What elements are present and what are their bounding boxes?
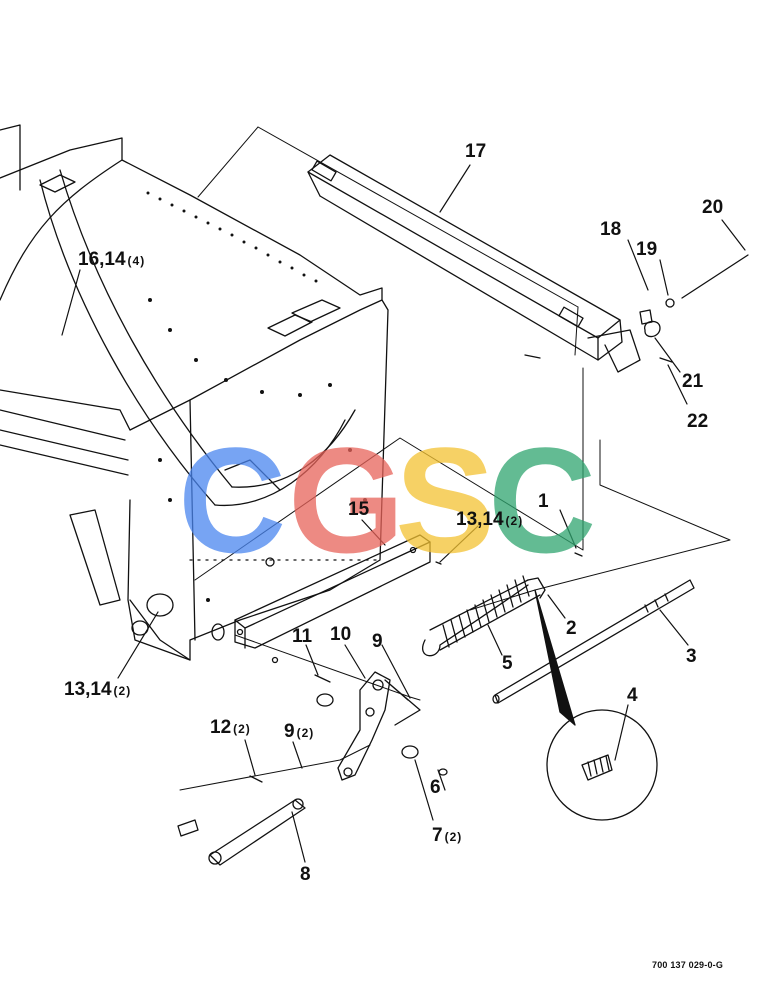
- watermark-letter-g: G: [288, 416, 405, 584]
- callout-6: 6: [430, 777, 441, 798]
- part-4-detail: [534, 589, 658, 821]
- callout-17: 17: [465, 141, 487, 162]
- callout-20: 20: [702, 197, 724, 218]
- part-10-bellcrank: [337, 671, 421, 781]
- small-hardware: [211, 254, 749, 783]
- callout-3: 3: [686, 646, 697, 667]
- callout-15: 15: [348, 499, 370, 520]
- callout-leaders: [61, 164, 746, 863]
- callout-21: 21: [682, 371, 704, 392]
- callout-4: 4: [627, 685, 638, 706]
- callout-5: 5: [502, 653, 513, 674]
- callout-7: 7(2): [432, 825, 463, 846]
- watermark-letter-s: S: [395, 416, 495, 584]
- callout-9-top: 9: [372, 631, 383, 652]
- callout-8: 8: [300, 864, 311, 885]
- watermark: C G S C: [178, 416, 596, 584]
- callout-16-14: 16,14(4): [78, 249, 146, 270]
- watermark-letter-c1: C: [178, 416, 286, 584]
- callout-12: 12(2): [210, 717, 251, 738]
- assembly-lines: [179, 126, 731, 791]
- callout-13-14-left: 13,14(2): [64, 679, 132, 700]
- callout-9-bottom: 9(2): [284, 721, 315, 742]
- callout-13-14-top: 13,14(2): [456, 509, 524, 530]
- header-housing: [0, 124, 389, 661]
- callout-18: 18: [600, 219, 622, 240]
- part-5-spring: [422, 575, 546, 657]
- callout-1: 1: [538, 491, 549, 512]
- callout-2: 2: [566, 618, 577, 639]
- part-3-rod: [492, 579, 695, 704]
- part-8-link: [177, 798, 306, 866]
- callout-10: 10: [330, 624, 352, 645]
- callout-11: 11: [292, 626, 313, 647]
- watermark-letter-c2: C: [488, 416, 596, 584]
- part-15-angle-bar: [234, 534, 431, 649]
- document-number: 700 137 029-0-G: [652, 960, 724, 970]
- part-17-channel: [307, 154, 641, 373]
- callout-19: 19: [636, 239, 658, 260]
- callout-22: 22: [687, 411, 709, 432]
